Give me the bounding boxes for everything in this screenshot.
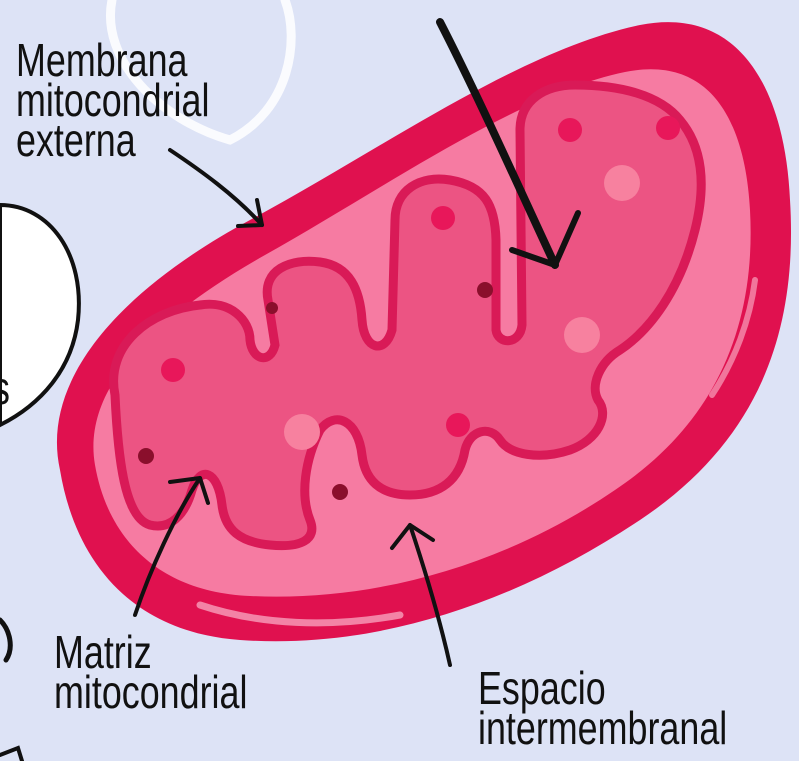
label-partial: s bbox=[0, 368, 10, 408]
label-matrix: Matriz mitocondrial bbox=[54, 632, 247, 712]
label-line: mitocondrial bbox=[54, 672, 247, 712]
label-line: intermembranal bbox=[478, 708, 727, 748]
ribosome-dot bbox=[138, 448, 154, 464]
ribosome-dot bbox=[656, 116, 680, 140]
ribosome-dot bbox=[477, 282, 493, 298]
decorative-corner bbox=[0, 748, 22, 761]
ribosome-dot bbox=[266, 302, 278, 314]
ribosome-dot bbox=[284, 414, 320, 450]
ribosome-dot bbox=[431, 206, 455, 230]
ribosome-dot bbox=[446, 413, 470, 437]
ribosome-dot bbox=[161, 358, 185, 382]
ribosome-dot bbox=[564, 317, 600, 353]
decorative-swirl bbox=[0, 620, 10, 660]
label-outer-membrane: Membrana mitocondrial externa bbox=[16, 40, 209, 160]
label-line: s bbox=[0, 368, 10, 408]
arrow-icon bbox=[170, 150, 262, 225]
ribosome-dot bbox=[558, 118, 582, 142]
label-intermembrane-space: Espacio intermembranal bbox=[478, 668, 727, 748]
label-line: externa bbox=[16, 120, 209, 160]
ribosome-dot bbox=[604, 165, 640, 201]
ribosome-dot bbox=[332, 484, 348, 500]
